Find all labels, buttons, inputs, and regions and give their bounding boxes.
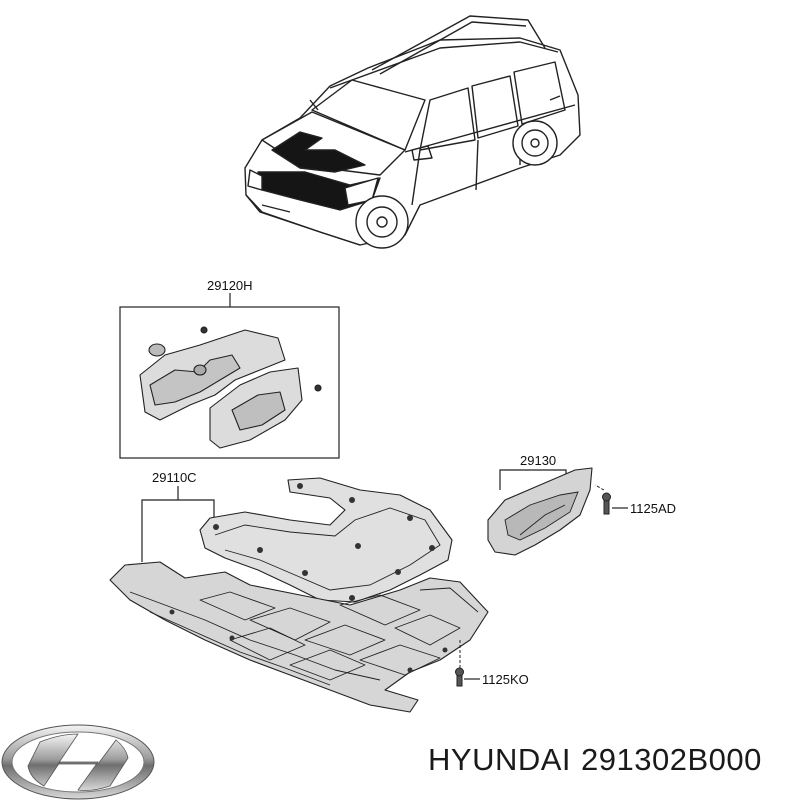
hood-insulator-group: 29120H: [119, 278, 340, 459]
callout-29110C: 29110C: [152, 470, 197, 485]
brand-name: HYUNDAI: [428, 742, 572, 777]
callout-29130: 29130: [520, 453, 556, 468]
callout-29120H: 29120H: [207, 278, 253, 293]
callout-1125KO: 1125KO: [482, 672, 529, 687]
brand-part-number: HYUNDAI 291302B000: [428, 742, 772, 778]
hyundai-logo: [1, 724, 155, 800]
part-number: 291302B000: [581, 742, 762, 777]
under-cover-group: 29110C: [109, 470, 489, 713]
vehicle-illustration: [244, 15, 581, 249]
bolt-under-group: 1125KO: [455, 640, 529, 687]
callout-1125AD: 1125AD: [630, 501, 676, 516]
side-cover-group: 29130 1125AD: [487, 453, 676, 556]
